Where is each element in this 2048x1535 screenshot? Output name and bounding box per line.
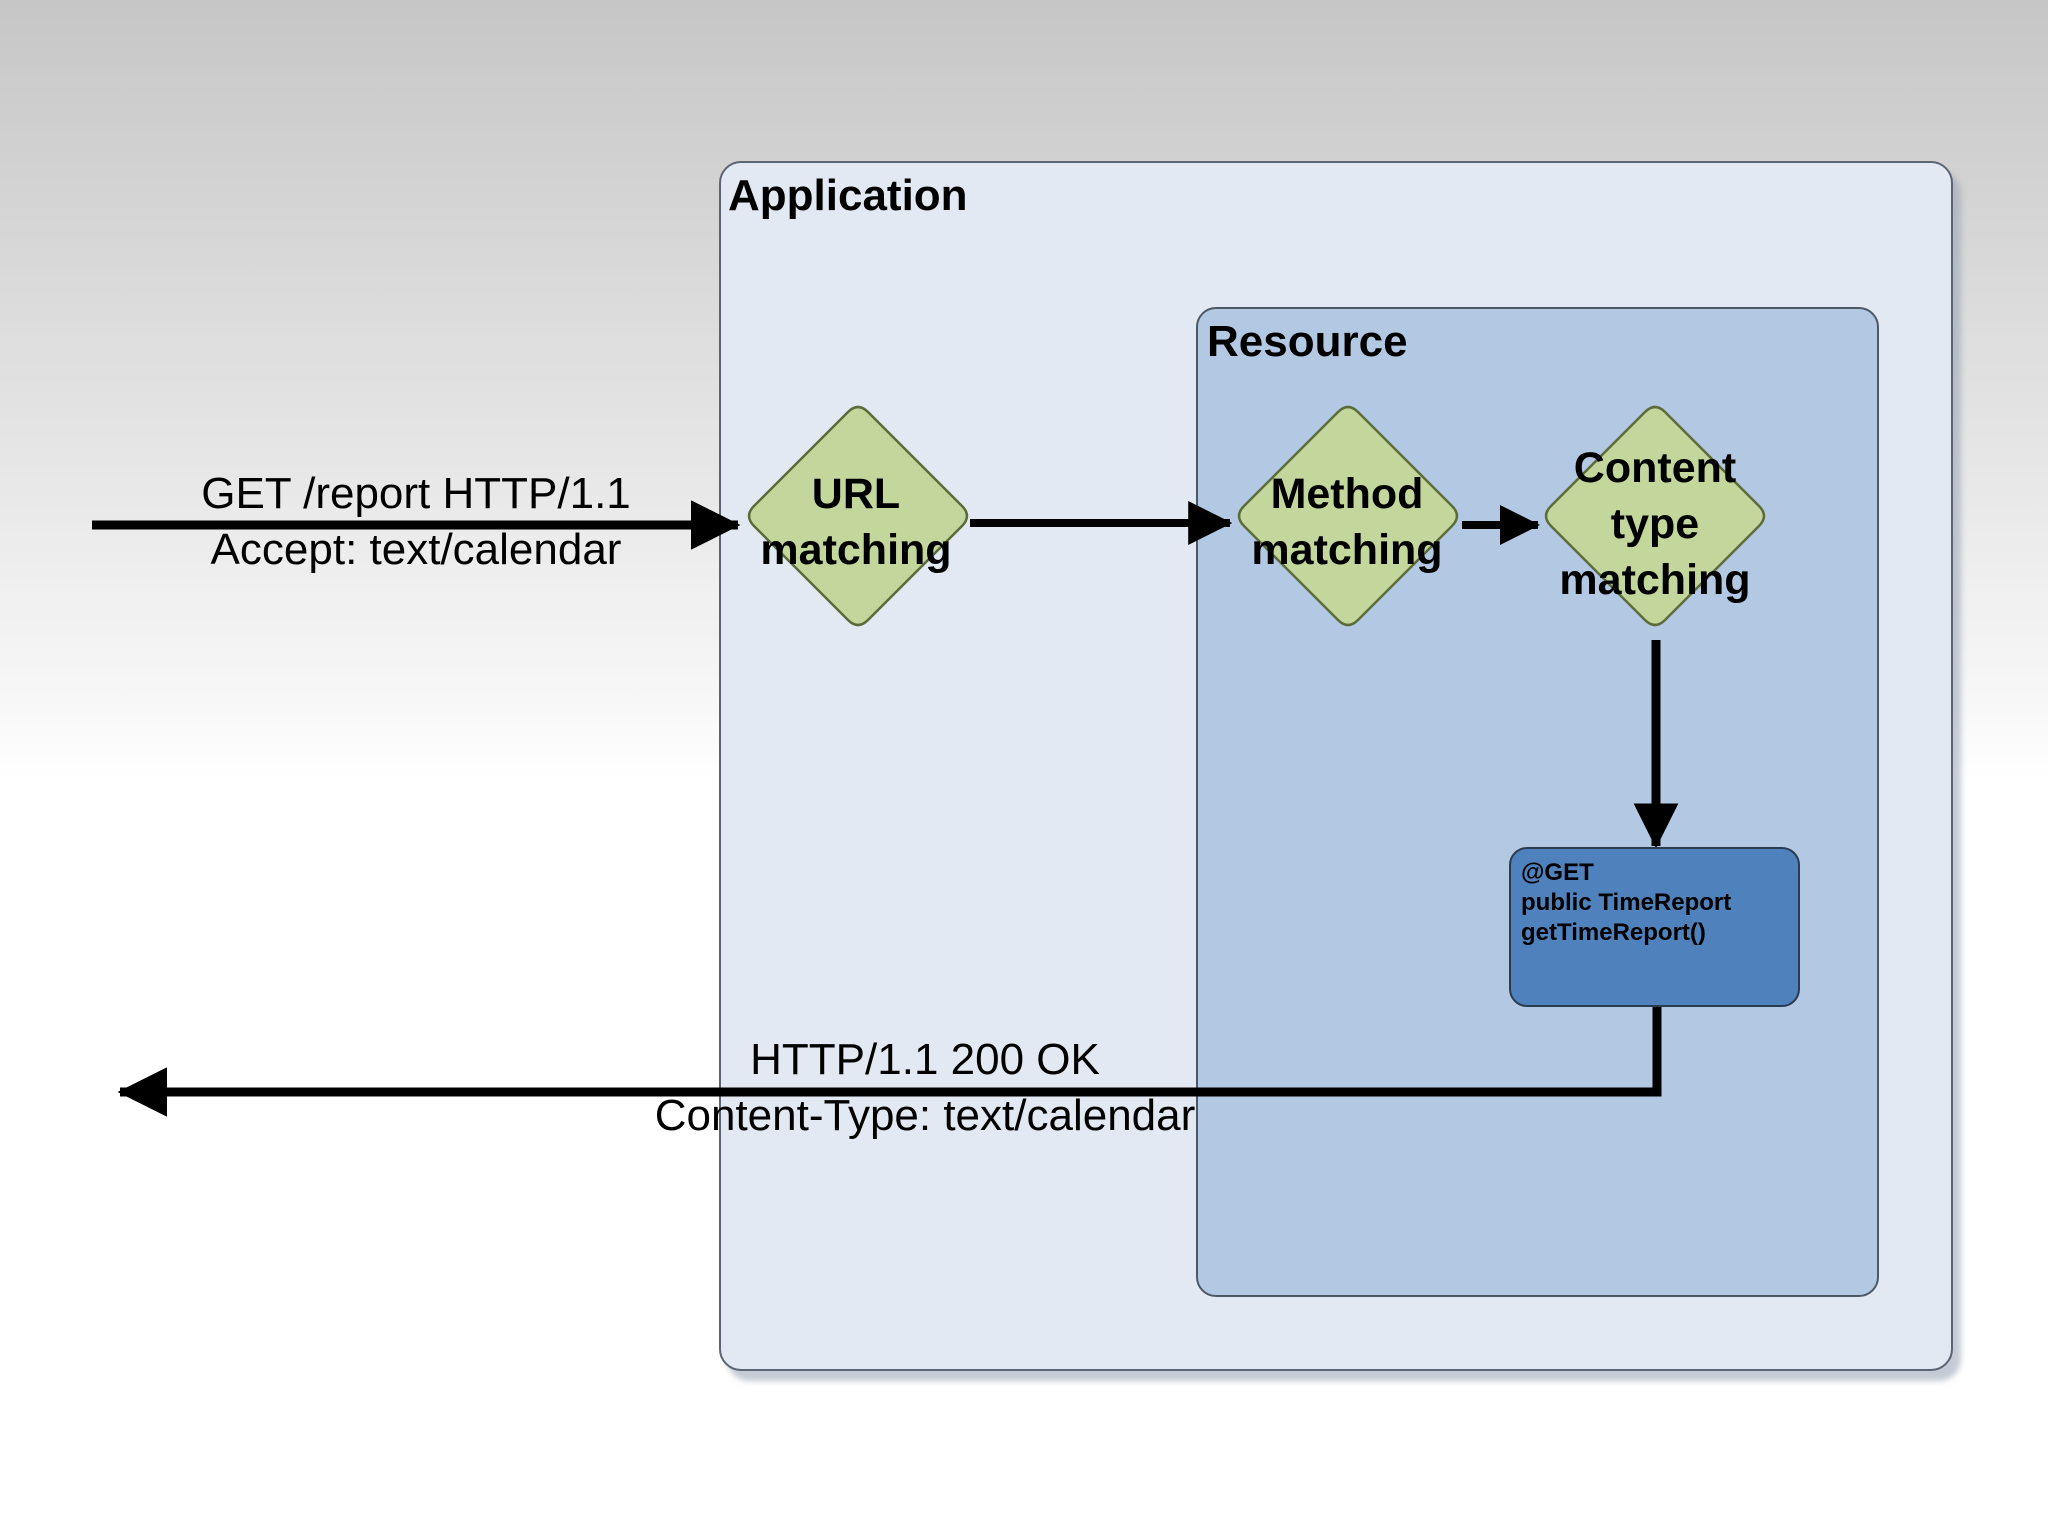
resource-container — [1196, 307, 1879, 1297]
response-line-2: Content-Type: text/calendar — [654, 1091, 1196, 1140]
request-line-1: GET /report HTTP/1.1 — [201, 469, 631, 518]
resource-method-box: @GET public TimeReport getTimeReport() — [1509, 847, 1800, 1007]
method-matching-line-1: Method — [1270, 470, 1424, 518]
method-matching-label: Method matching — [1251, 466, 1442, 578]
content-type-matching-label: Content type matching — [1559, 440, 1750, 608]
url-matching-label: URL matching — [760, 466, 951, 578]
method-matching-diamond — [1237, 405, 1459, 627]
url-matching-line-2: matching — [760, 526, 952, 574]
content-type-matching-diamond — [1544, 405, 1766, 627]
content-type-matching-line-2: type — [1610, 500, 1700, 548]
url-matching-diamond — [747, 405, 969, 627]
application-title: Application — [728, 171, 968, 220]
method-signature: public TimeReport — [1521, 889, 1732, 916]
response-label: HTTP/1.1 200 OK Content-Type: text/calen… — [655, 1032, 1196, 1144]
method-matching-line-2: matching — [1251, 526, 1443, 574]
request-line-2: Accept: text/calendar — [210, 525, 622, 574]
content-type-matching-line-1: Content — [1573, 444, 1737, 492]
request-label: GET /report HTTP/1.1 Accept: text/calend… — [201, 466, 631, 578]
resource-title: Resource — [1207, 317, 1408, 366]
url-matching-line-1: URL — [811, 470, 901, 518]
method-annotation: @GET — [1521, 859, 1594, 886]
response-line-1: HTTP/1.1 200 OK — [750, 1035, 1100, 1084]
content-type-matching-line-3: matching — [1559, 556, 1751, 604]
response-arrow — [117, 1005, 1662, 1117]
method-name: getTimeReport() — [1521, 919, 1706, 946]
